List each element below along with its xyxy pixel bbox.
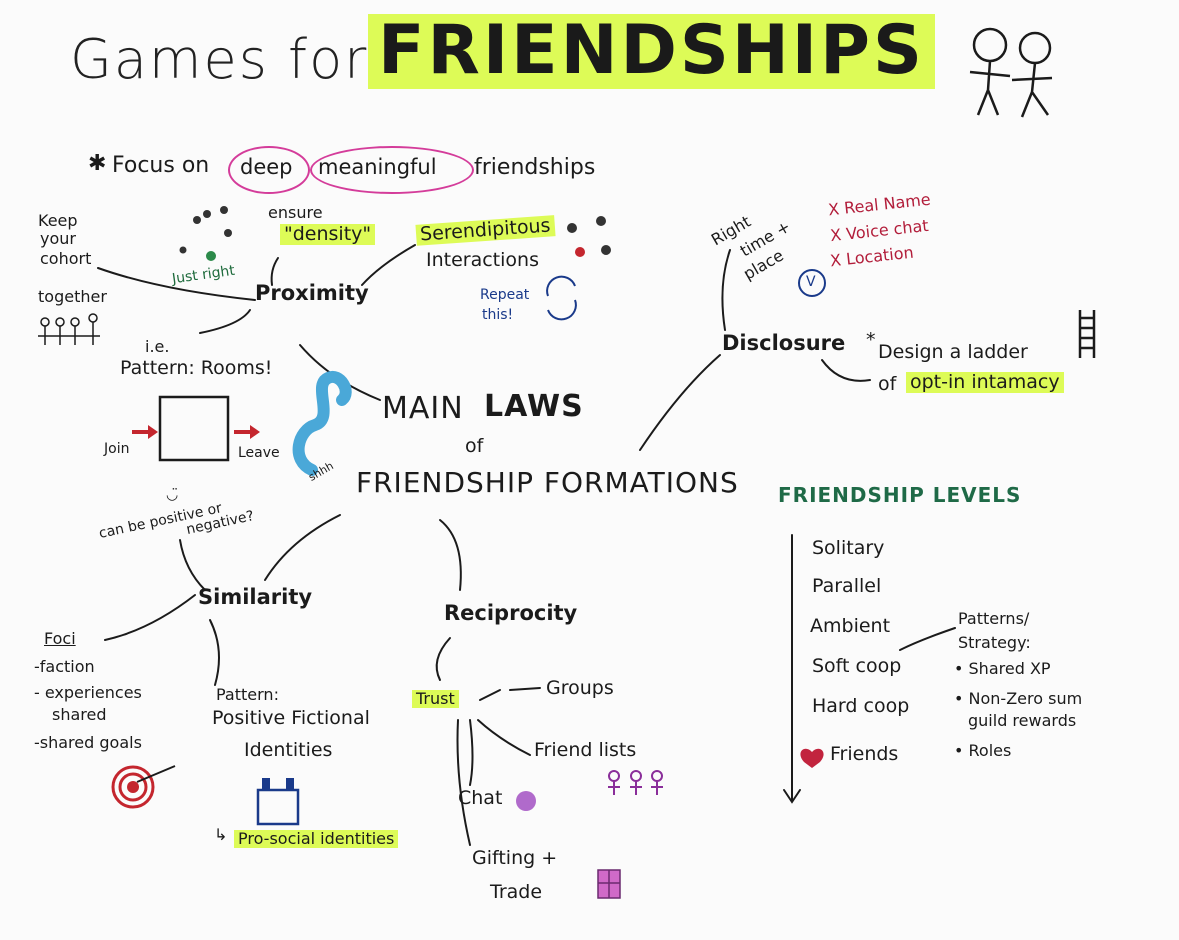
join-text: Join: [104, 441, 130, 457]
patterns-1: Patterns/: [958, 609, 1030, 628]
focus-prefix: Focus on: [112, 153, 210, 178]
friend-lists-text: Friend lists: [534, 739, 637, 761]
level-ambient: Ambient: [810, 615, 891, 637]
level-friends: Friends: [830, 743, 899, 765]
design-star-icon: *: [866, 329, 876, 351]
foci-title: Foci: [44, 629, 76, 648]
groups-text: Groups: [546, 677, 614, 699]
trade-text: Trade: [490, 881, 543, 903]
ie-text: i.e.: [145, 337, 170, 356]
disclosure-node: Disclosure: [722, 331, 846, 355]
page-title-highlight: FRIENDSHIPS: [368, 13, 935, 89]
repeat-line-1: Repeat: [480, 287, 530, 303]
leave-text: Leave: [238, 445, 280, 461]
foci-item-2: - experiences: [34, 683, 142, 702]
foci-item-4: -shared goals: [34, 733, 142, 752]
patterns-3: • Shared XP: [954, 659, 1051, 678]
level-parallel: Parallel: [812, 575, 882, 597]
prosocial-text: Pro-social identities: [234, 830, 399, 848]
focus-suffix: friendships: [474, 155, 596, 180]
sim-pattern-2: Positive Fictional: [212, 707, 370, 729]
trust-text: Trust: [412, 690, 459, 708]
focus-star-icon: ✱: [88, 151, 107, 176]
foci-item-3: shared: [52, 705, 107, 724]
v-badge-icon: V: [806, 274, 816, 290]
deep-oval: [228, 146, 310, 194]
similarity-node: Similarity: [198, 585, 313, 609]
target-icon: [111, 765, 176, 809]
patterns-6: • Roles: [954, 741, 1012, 760]
prosocial-arrow-icon: ↳: [214, 825, 228, 844]
level-soft-coop: Soft coop: [812, 655, 902, 677]
keep-line-1: Keep: [38, 211, 78, 230]
focus-meaningful: meaningful: [318, 155, 437, 179]
gifting-text: Gifting +: [472, 847, 558, 869]
reciprocity-node: Reciprocity: [444, 601, 578, 625]
patterns-4: • Non-Zero sum: [954, 689, 1083, 708]
center-main: MAIN: [382, 391, 464, 426]
foci-item-1: -faction: [34, 657, 95, 676]
smile-icon: ◡̈: [166, 487, 179, 503]
proximity-node: Proximity: [255, 281, 369, 305]
meaningful-oval: [310, 146, 474, 194]
chat-text: Chat: [458, 787, 503, 809]
patterns-5: guild rewards: [968, 711, 1077, 730]
keep-line-4: together: [38, 287, 107, 306]
design-text: Design a ladder: [878, 341, 1028, 363]
pattern-rooms-text: Pattern: Rooms!: [120, 357, 273, 379]
center-of: of: [465, 435, 484, 457]
patterns-2: Strategy:: [958, 633, 1031, 652]
center-formations: FRIENDSHIP FORMATIONS: [356, 466, 739, 499]
page-title-left: Games for: [70, 28, 369, 91]
repeat-line-2: this!: [482, 307, 514, 323]
keep-line-2: your: [40, 229, 76, 248]
focus-deep: deep: [240, 155, 293, 179]
density-text: "density": [280, 224, 376, 245]
level-hard-coop: Hard coop: [812, 695, 910, 717]
center-laws: LAWS: [484, 389, 584, 424]
keep-line-3: cohort: [40, 249, 92, 268]
interactions-text: Interactions: [426, 249, 539, 271]
sim-pattern-3: Identities: [244, 739, 333, 761]
optin-text: opt-in intamacy: [906, 372, 1064, 393]
levels-title: FRIENDSHIP LEVELS: [778, 483, 1022, 507]
sim-pattern-1: Pattern:: [216, 685, 279, 704]
level-solitary: Solitary: [812, 537, 885, 559]
of-text: of: [878, 373, 897, 395]
ensure-text: ensure: [268, 203, 323, 222]
